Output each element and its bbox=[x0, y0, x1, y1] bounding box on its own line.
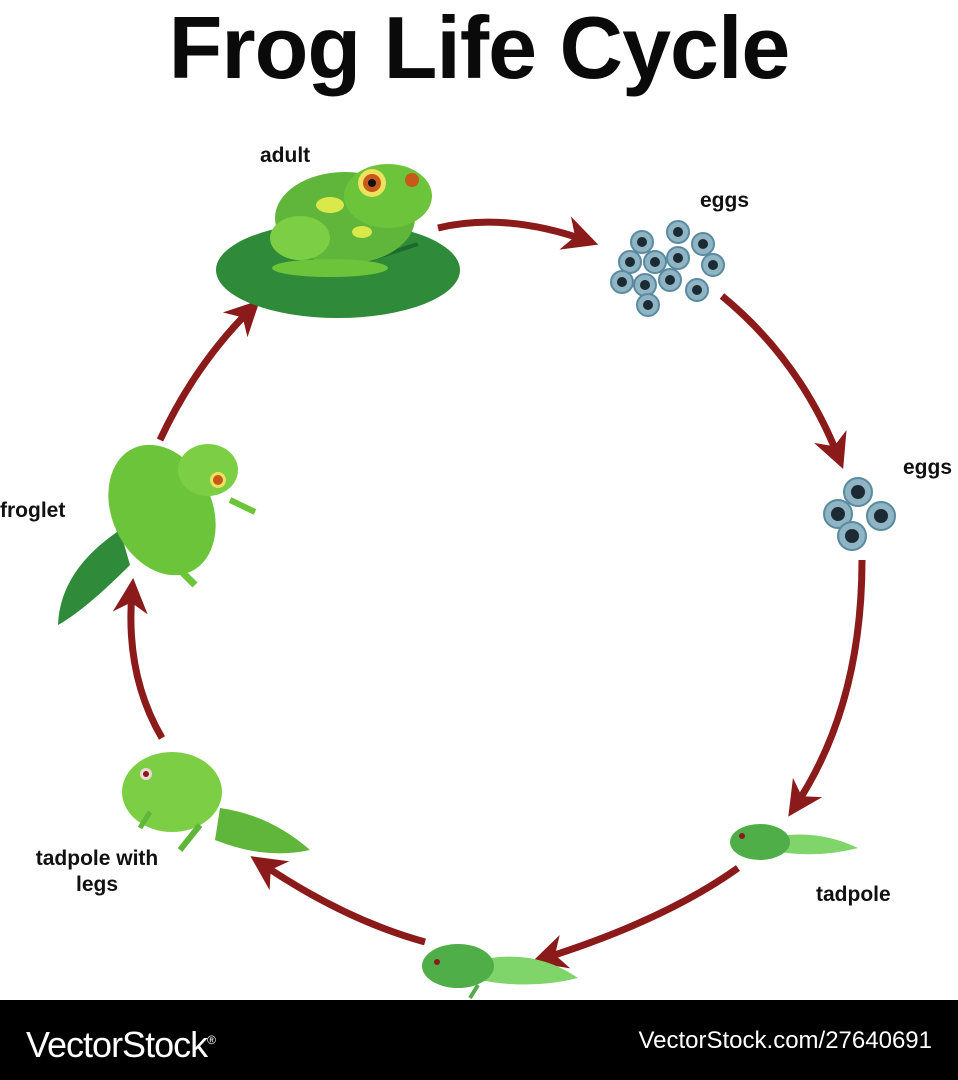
cycle-arrows bbox=[112, 216, 866, 969]
page-title: Frog Life Cycle bbox=[168, 0, 791, 97]
froglet-illustration bbox=[58, 444, 257, 625]
eggs-cluster-illustration bbox=[610, 220, 725, 317]
watermark-bar: VectorStock® VectorStock.com/27640691 bbox=[0, 1000, 958, 1080]
watermark-stock-id: VectorStock.com/27640691 bbox=[638, 1027, 932, 1054]
stage-label-developing-eggs: eggs bbox=[903, 456, 953, 479]
life-cycle-diagram bbox=[58, 164, 896, 1000]
arrow-tadpole-to-tadpole bbox=[531, 865, 741, 969]
arrow-adult-to-eggs bbox=[437, 216, 599, 250]
adult-frog-illustration bbox=[216, 164, 460, 318]
arrow-eggs-to-tadpole bbox=[788, 559, 866, 817]
arrow-tadpole-to-tadpole-with-legs bbox=[250, 856, 426, 946]
arrow-tadpole-with-legs-to-froglet bbox=[112, 578, 166, 740]
arrow-froglet-to-adult bbox=[156, 300, 260, 442]
registered-mark: ® bbox=[207, 1033, 216, 1047]
stage-label-tadpole: tadpole bbox=[816, 883, 891, 906]
watermark-brand: VectorStock® bbox=[26, 1024, 216, 1065]
developing-eggs-illustration bbox=[823, 477, 896, 551]
arrow-eggs-to-eggs bbox=[719, 293, 847, 470]
stage-label-eggs: eggs bbox=[700, 189, 750, 212]
tadpole-bottom-illustration bbox=[422, 944, 578, 1000]
stage-label-adult: adult bbox=[260, 144, 311, 167]
stage-label-tadpole-with-legs: tadpole with legs bbox=[35, 847, 159, 896]
tadpole-illustration bbox=[730, 824, 858, 860]
stage-label-froglet: froglet bbox=[0, 499, 66, 522]
tadpole-with-legs-illustration bbox=[122, 752, 310, 854]
